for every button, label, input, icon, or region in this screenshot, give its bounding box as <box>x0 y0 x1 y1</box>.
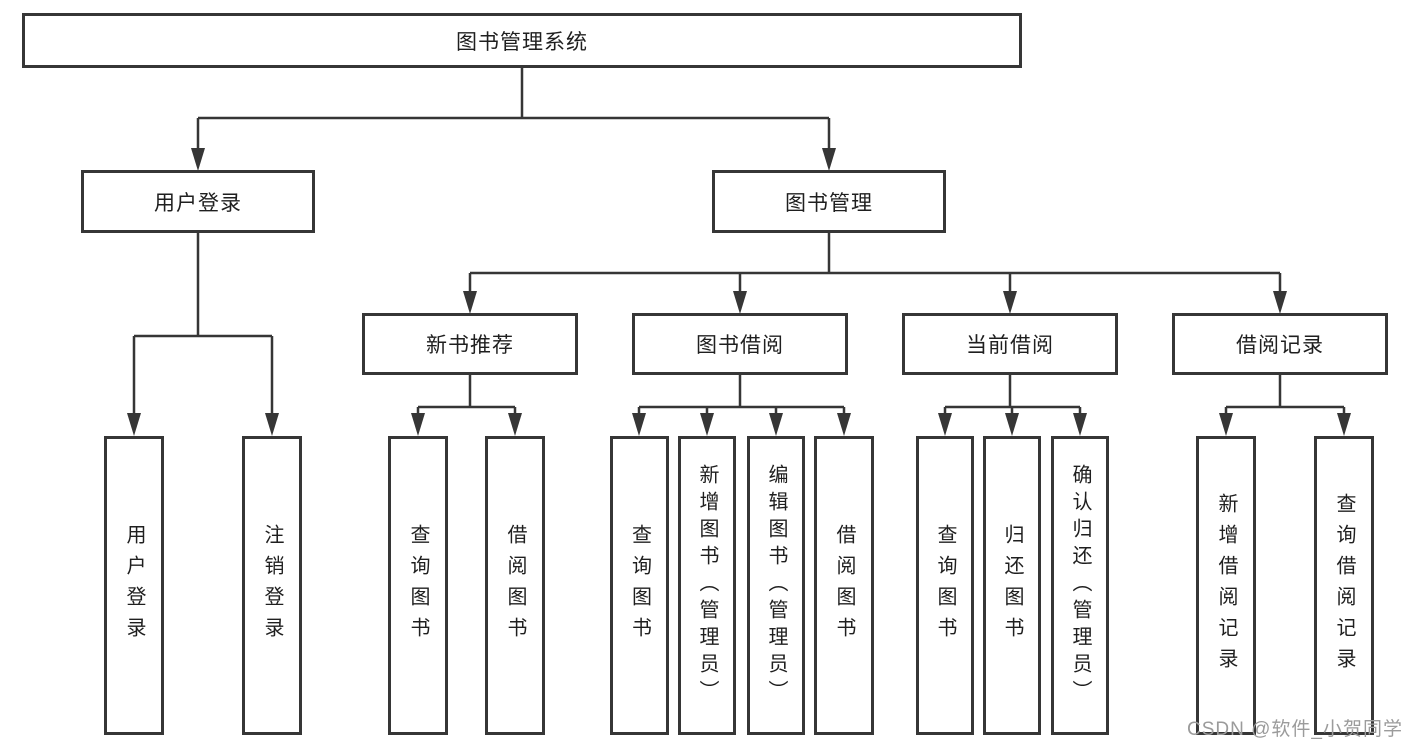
node-user-login: 用户登录 <box>81 170 315 233</box>
node-label: 图书借阅 <box>696 334 784 357</box>
node-label: 借阅记录 <box>1236 334 1324 357</box>
node-label: 用户登录 <box>123 523 145 648</box>
leaf-add-borrow-record: 新增借阅记录 <box>1196 436 1256 735</box>
node-label: 归还图书 <box>1001 523 1023 648</box>
node-label: 查询图书 <box>934 523 956 648</box>
node-label: 图书管理 <box>785 191 873 215</box>
node-label: 注销登录 <box>261 523 283 648</box>
leaf-search-books-recommend: 查询图书 <box>388 436 448 735</box>
node-label: 查询图书 <box>407 523 429 648</box>
node-label: 新书推荐 <box>426 334 514 357</box>
leaf-add-book-admin: 新增图书（管理员） <box>678 436 736 735</box>
leaf-search-books-borrow: 查询图书 <box>610 436 669 735</box>
node-label: 查询图书 <box>628 523 651 648</box>
node-borrowing-records: 借阅记录 <box>1172 313 1388 375</box>
leaf-edit-book-admin: 编辑图书（管理员） <box>747 436 805 735</box>
leaf-search-books-current: 查询图书 <box>916 436 974 735</box>
node-label: 编辑图书（管理员） <box>765 464 787 707</box>
node-label: 新增借阅记录 <box>1215 492 1237 679</box>
node-label: 查询借阅记录 <box>1333 492 1355 679</box>
node-label: 借阅图书 <box>504 523 526 648</box>
node-label: 用户登录 <box>154 191 242 215</box>
leaf-user-login: 用户登录 <box>104 436 164 735</box>
node-new-book-recommendation: 新书推荐 <box>362 313 578 375</box>
csdn-watermark: CSDN @软件_小贺同学 <box>1187 719 1403 740</box>
node-library-management-system: 图书管理系统 <box>22 13 1022 68</box>
leaf-borrow-books: 借阅图书 <box>814 436 874 735</box>
leaf-borrow-books-recommend: 借阅图书 <box>485 436 545 735</box>
leaf-logout-login: 注销登录 <box>242 436 302 735</box>
node-label: 当前借阅 <box>966 334 1054 357</box>
leaf-return-books: 归还图书 <box>983 436 1041 735</box>
leaf-confirm-return-admin: 确认归还（管理员） <box>1051 436 1109 735</box>
node-book-borrowing: 图书借阅 <box>632 313 848 375</box>
node-label: 借阅图书 <box>833 523 855 648</box>
node-label: 新增图书（管理员） <box>696 464 718 707</box>
leaf-search-borrow-record: 查询借阅记录 <box>1314 436 1374 735</box>
node-label: 图书管理系统 <box>456 30 588 54</box>
node-label: 确认归还（管理员） <box>1069 464 1091 707</box>
node-current-borrowing: 当前借阅 <box>902 313 1118 375</box>
node-book-management: 图书管理 <box>712 170 946 233</box>
